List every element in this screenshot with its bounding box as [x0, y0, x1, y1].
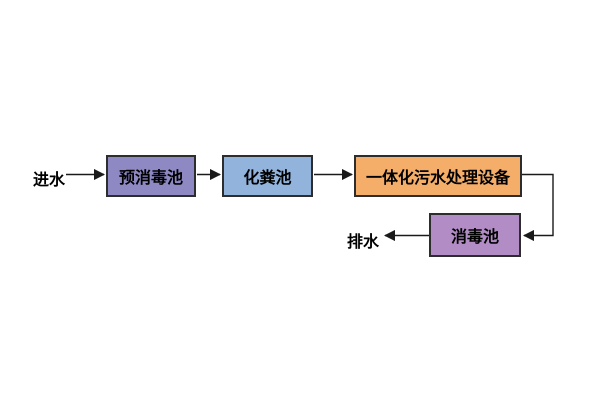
node-label-septic-tank: 化粪池 — [243, 170, 292, 187]
node-pre-disinfection-tank: 预消毒池 — [106, 155, 196, 197]
node-disinfection-tank: 消毒池 — [429, 213, 521, 257]
node-label-pre-disinfection-tank: 预消毒池 — [118, 170, 183, 187]
node-label-integrated-sewage-treatment-equipment: 一体化污水处理设备 — [365, 170, 510, 187]
outlet-label: 排水 — [347, 234, 380, 251]
inlet-label: 进水 — [33, 172, 66, 189]
arrow-integrated-to-disinfection — [522, 173, 554, 242]
node-septic-tank: 化粪池 — [222, 155, 313, 197]
node-label-disinfection-tank: 消毒池 — [450, 229, 499, 246]
node-integrated-sewage-treatment-equipment: 一体化污水处理设备 — [354, 155, 522, 197]
